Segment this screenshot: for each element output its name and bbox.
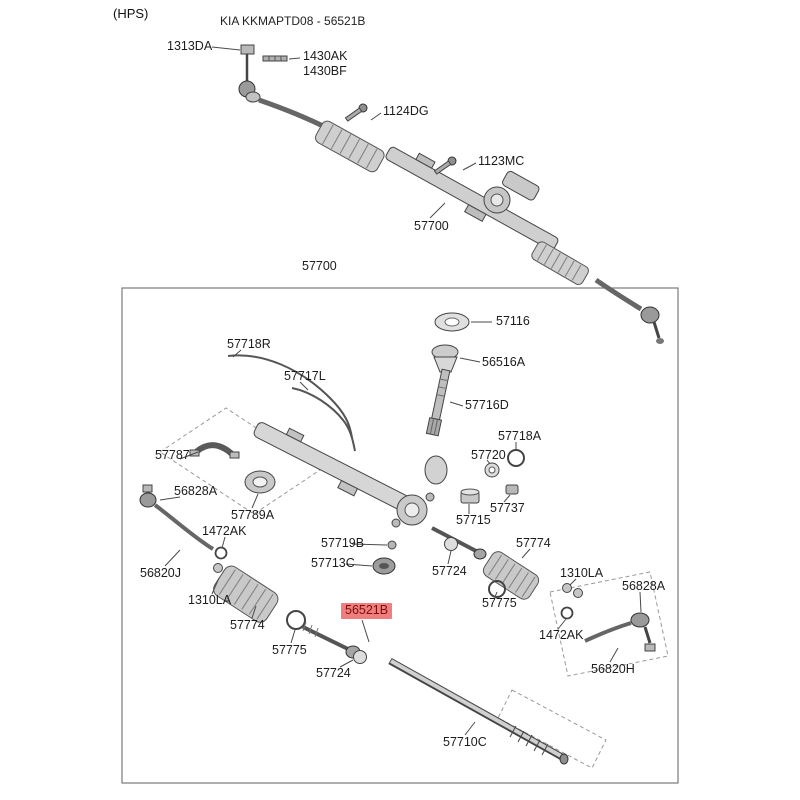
castle-nut <box>240 44 255 55</box>
part-label-1472AK-right[interactable]: 1472AK <box>539 628 584 642</box>
inner-ball-joint-56521B <box>302 621 361 659</box>
lock-nut-right <box>562 583 572 593</box>
part-label-57774-left[interactable]: 57774 <box>230 618 265 632</box>
tie-rod-end-ball-right <box>640 306 660 324</box>
part-label-56828A-left[interactable]: 56828A <box>174 484 218 498</box>
part-label-57710C[interactable]: 57710C <box>443 735 487 749</box>
part-label-57719B[interactable]: 57719B <box>321 536 365 550</box>
rack-housing-assembled <box>385 146 559 251</box>
rack-stopper-left <box>353 650 367 664</box>
part-label-56820J[interactable]: 56820J <box>140 566 182 580</box>
part-label-57774-right[interactable]: 57774 <box>516 536 551 550</box>
part-label-57724-right[interactable]: 57724 <box>432 564 467 578</box>
mount-clamp <box>194 442 236 458</box>
part-label-57789A[interactable]: 57789A <box>231 508 275 522</box>
part-label-57700-assembly[interactable]: 57700 <box>414 219 449 233</box>
assembled-steering-gear <box>238 44 664 344</box>
feed-pipe-57718R <box>227 354 353 439</box>
page-title: KIA KKMAPTD08 - 56521B <box>220 14 366 28</box>
plug <box>505 484 519 495</box>
part-label-57116[interactable]: 57116 <box>496 314 530 328</box>
tie-rod-end-left-exploded <box>139 492 157 508</box>
part-label-1123MC[interactable]: 1123MC <box>478 154 525 168</box>
tie-rod-right <box>594 277 643 312</box>
pinion-shaft <box>425 368 451 437</box>
part-label-57720[interactable]: 57720 <box>471 448 506 462</box>
part-label-1124DG[interactable]: 1124DG <box>383 104 429 118</box>
part-label-56828A-right[interactable]: 56828A <box>622 579 666 593</box>
feed-pipe-57717L <box>291 387 356 452</box>
part-label-57775-right[interactable]: 57775 <box>482 596 517 610</box>
part-label-57716D[interactable]: 57716D <box>465 398 509 412</box>
bellows-right-exploded <box>482 551 540 600</box>
part-label-57718A[interactable]: 57718A <box>498 429 542 443</box>
rack-bar <box>388 657 569 765</box>
exploded-view-box <box>121 287 679 784</box>
part-label-57718R[interactable]: 57718R <box>227 337 271 351</box>
bleed-bolt <box>387 540 397 550</box>
part-label-1430AK[interactable]: 1430AK <box>303 49 348 63</box>
tie-rod-left <box>258 97 329 131</box>
rack-stopper-right <box>444 537 458 551</box>
mounting-bolt-1124DG <box>344 103 368 122</box>
part-label-57787[interactable]: 57787 <box>155 448 190 462</box>
highlighted-part-label-56521B[interactable]: 56521B <box>341 603 393 619</box>
part-label-1310LA-left[interactable]: 1310LA <box>188 593 232 607</box>
part-label-57715[interactable]: 57715 <box>456 513 491 527</box>
part-label-57717L[interactable]: 57717L <box>284 369 326 383</box>
snap-ring <box>507 449 525 467</box>
part-label-1313DA[interactable]: 1313DA <box>167 39 213 53</box>
part-label-1472AK-left[interactable]: 1472AK <box>202 524 247 538</box>
bellows-right-assembled <box>531 241 589 285</box>
exploded-parts <box>139 312 656 765</box>
part-label-56820H[interactable]: 56820H <box>591 662 635 676</box>
part-label-1430BF[interactable]: 1430BF <box>303 64 347 78</box>
leader-lines <box>159 46 642 736</box>
mounting-bolt-1123MC <box>433 156 457 175</box>
bellows-left-exploded <box>213 565 279 623</box>
part-label-1310LA-right[interactable]: 1310LA <box>560 566 604 580</box>
rack-housing-exploded <box>253 422 421 517</box>
bellows-left-assembled <box>315 120 385 173</box>
lock-ring-left <box>214 546 228 560</box>
cotter-pin-bolt <box>262 55 288 62</box>
part-label-57713C[interactable]: 57713C <box>311 556 355 570</box>
variant-label: (HPS) <box>113 6 149 21</box>
bellows-clamp-right <box>488 580 506 598</box>
part-label-57700-box[interactable]: 57700 <box>302 259 337 273</box>
part-label-57775-left[interactable]: 57775 <box>272 643 307 657</box>
part-label-56516A[interactable]: 56516A <box>482 355 526 369</box>
part-label-57737[interactable]: 57737 <box>490 501 525 515</box>
bellows-clamp-left <box>286 610 306 630</box>
lock-ring-right <box>560 606 574 620</box>
part-label-57724-left[interactable]: 57724 <box>316 666 351 680</box>
tie-rod-end-right-exploded <box>630 612 650 628</box>
lock-nut-left <box>213 563 223 573</box>
